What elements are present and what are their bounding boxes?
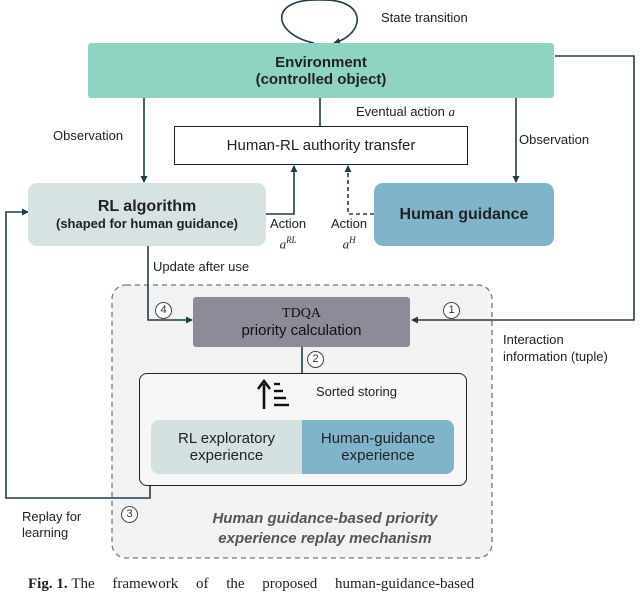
sort-ascending-icon (257, 378, 289, 409)
figure-caption: Fig. 1. The framework of the proposed hu… (28, 576, 638, 593)
human-experience-line2: experience (341, 447, 415, 464)
sorted-storing-label: Sorted storing (316, 384, 397, 399)
eventual-action-symbol: a (448, 104, 456, 119)
rl-algorithm-subtitle: (shaped for human guidance) (55, 216, 238, 231)
step-3-badge: 3 (121, 506, 138, 523)
rl-exploratory-experience-box: RL exploratory experience (151, 420, 302, 474)
rl-experience-line1: RL exploratory (178, 430, 275, 447)
eventual-action-text: Eventual action (356, 104, 445, 119)
observation-left-label: Observation (53, 128, 124, 143)
rl-algorithm-title: RL algorithm (97, 198, 197, 215)
interaction-line2: information (tuple) (503, 349, 608, 364)
action-h-text: Action (331, 216, 368, 231)
observation-right-label: Observation (519, 132, 590, 147)
priority-calculation-box: TDQA priority calculation (193, 297, 410, 347)
action-rl-text: Action (270, 216, 307, 231)
update-arrow (147, 246, 193, 324)
human-action-arrow (344, 165, 374, 215)
environment-box: Environment (controlled object) (88, 43, 554, 98)
step-4-badge: 4 (155, 302, 172, 319)
replay-arrow (5, 208, 151, 499)
interaction-arrow (411, 55, 635, 324)
update-after-use-label: Update after use (153, 259, 250, 274)
environment-subtitle: (controlled object) (255, 70, 387, 88)
action-rl-label: Action aRL (270, 216, 306, 252)
eventual-action-label: Eventual action a (356, 104, 455, 120)
mechanism-title-line2: experience replay mechanism (218, 530, 432, 547)
rl-algorithm-box: RL algorithm (shaped for human guidance) (28, 183, 266, 246)
human-guidance-box: Human guidance (374, 183, 554, 246)
human-experience-line1: Human-guidance (320, 430, 436, 447)
caption-fig-label: Fig. 1. (28, 576, 68, 592)
step-2-badge: 2 (307, 351, 324, 368)
replay-label: Replay for learning (22, 509, 81, 541)
rl-experience-line2: experience (189, 447, 264, 464)
action-rl-symbol: a (279, 236, 287, 252)
action-h-label: Action aH (331, 216, 367, 252)
step-1-badge: 1 (443, 302, 460, 319)
state-transition-label: State transition (381, 10, 468, 25)
priority-calculation-label: priority calculation (241, 321, 362, 339)
action-rl-math: aRL (270, 232, 306, 252)
replay-line2: learning (22, 525, 69, 540)
rl-action-arrow (266, 165, 298, 215)
human-guidance-label: Human guidance (399, 205, 529, 223)
action-h-math: aH (331, 232, 367, 252)
mechanism-title: Human guidance-based priority experience… (160, 509, 490, 549)
tdqa-label: TDQA (282, 305, 321, 321)
mechanism-title-line1: Human guidance-based priority (212, 510, 438, 527)
action-h-symbol: a (342, 236, 350, 252)
action-rl-sup: RL (286, 235, 297, 245)
human-guidance-experience-box: Human-guidance experience (302, 420, 454, 474)
state-transition-arrow (280, 0, 358, 45)
interaction-info-label: Interaction information (tuple) (503, 331, 608, 365)
replay-line1: Replay for (22, 509, 82, 524)
authority-transfer-label: Human-RL authority transfer (226, 137, 416, 154)
action-h-sup: H (349, 235, 356, 245)
interaction-line1: Interaction (503, 332, 564, 347)
environment-title: Environment (275, 53, 367, 71)
caption-text: The framework of the proposed human-guid… (71, 576, 475, 592)
authority-transfer-box: Human-RL authority transfer (174, 126, 468, 165)
